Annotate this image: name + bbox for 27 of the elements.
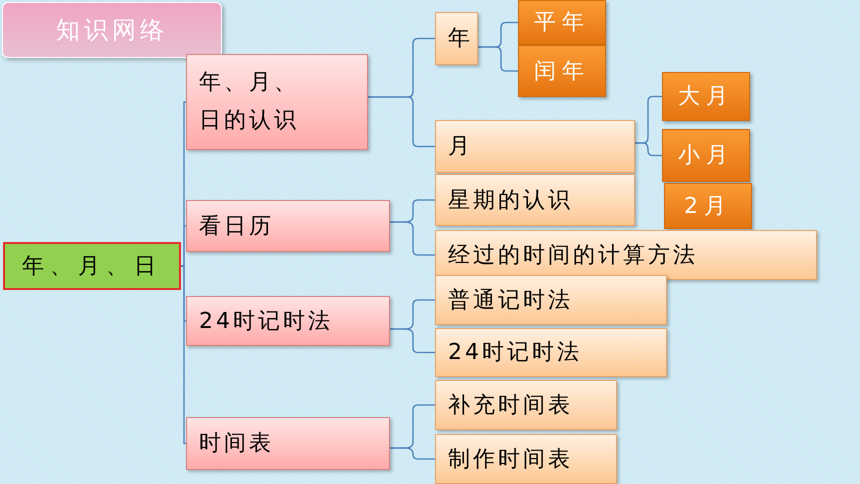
subtopic-box: 月 [435, 120, 635, 173]
connector-line [181, 225, 186, 267]
connector-line [368, 96, 435, 148]
subtopic-box: 普通记时法 [435, 275, 667, 325]
connector-line [635, 142, 662, 156]
leaf-box: 2月 [664, 183, 752, 229]
connector-line [390, 328, 435, 354]
root-topic-box: 年、月、日 [3, 242, 181, 290]
subtopic-box: 补充时间表 [435, 380, 617, 430]
subtopic-box: 24时记时法 [435, 328, 667, 377]
branch-box: 年、月、日的认识 [186, 54, 368, 150]
leaf-box: 平年 [518, 0, 606, 45]
connector-line [478, 46, 518, 72]
connector-line [181, 265, 186, 444]
connector-line [390, 221, 435, 256]
branch-box: 时间表 [186, 417, 390, 470]
subtopic-box: 经过的时间的计算方法 [435, 230, 817, 280]
leaf-box: 闰年 [518, 45, 606, 97]
subtopic-box: 星期的认识 [435, 174, 635, 226]
branch-box: 看日历 [186, 200, 390, 252]
leaf-box: 小月 [662, 129, 750, 182]
subtopic-box: 制作时间表 [435, 434, 617, 484]
branch-box: 24时记时法 [186, 296, 390, 346]
connector-line [390, 447, 435, 460]
title-banner: 知识网络 [2, 2, 222, 58]
subtopic-box: 年 [435, 12, 478, 65]
leaf-box: 大月 [662, 72, 750, 121]
